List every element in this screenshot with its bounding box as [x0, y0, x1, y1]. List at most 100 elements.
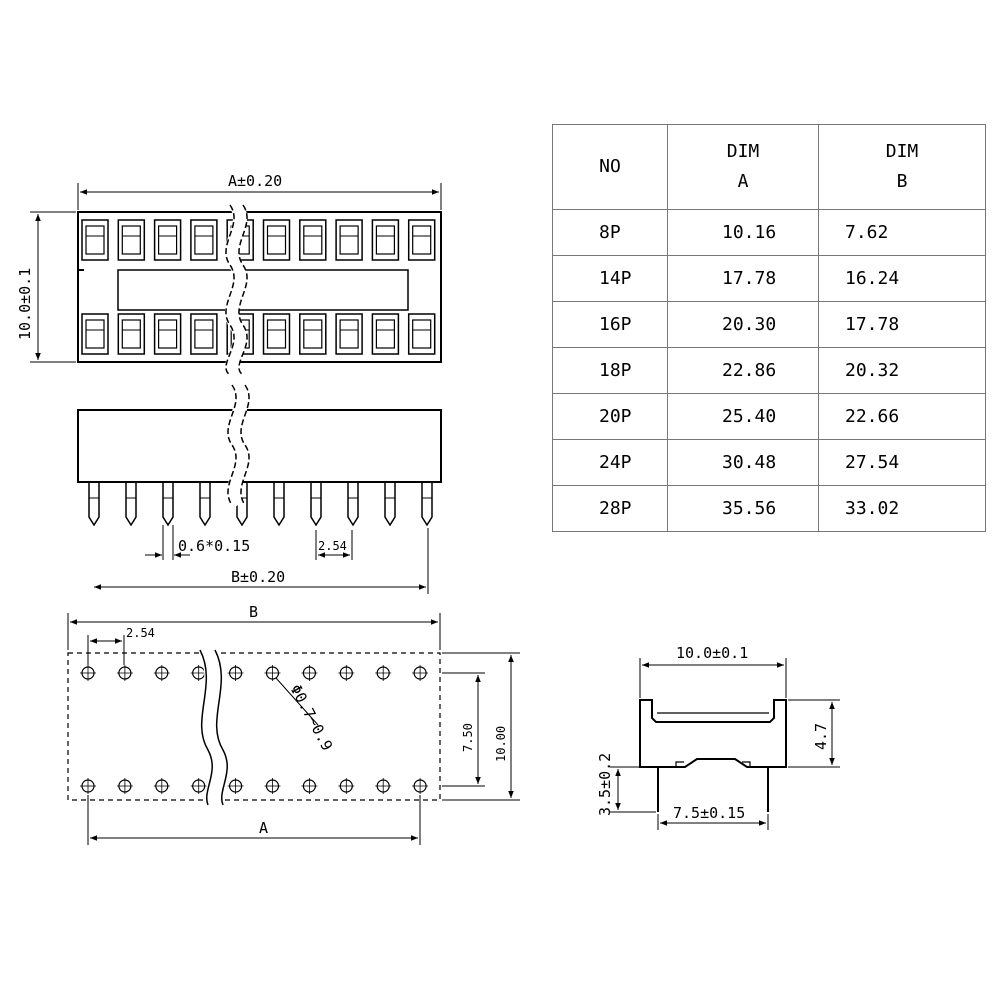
cell-dim-a: 22.86: [667, 347, 819, 394]
side-pin: [384, 482, 396, 527]
hole-dia-label: Φ0.7~0.9: [286, 681, 336, 753]
contact-window-inner: [158, 225, 178, 255]
break-gap-footprint: [198, 646, 227, 808]
contact-window-inner: [303, 319, 323, 349]
dim-row-spacing-label: 7.50: [461, 723, 475, 752]
header-no: NO: [552, 124, 668, 210]
contact-window: [407, 313, 436, 355]
center-slot: [117, 269, 409, 311]
top-view: [77, 211, 442, 363]
cell-dim-a: 10.16: [667, 209, 819, 256]
side-pin: [347, 482, 359, 527]
dim-lead-length-label: 3.5±0.2: [596, 753, 614, 816]
cell-dim-a: 20.30: [667, 301, 819, 348]
side-pin: [88, 482, 100, 527]
top-view-body: [77, 211, 442, 363]
contact-window-inner: [85, 319, 105, 349]
contact-window: [262, 313, 291, 355]
contact-window-inner: [412, 319, 432, 349]
bottom-contacts: [81, 313, 436, 355]
side-pins: [88, 482, 433, 527]
dim-end-width-label: 10.0±0.1: [676, 644, 748, 662]
cell-dim-a: 30.48: [667, 439, 819, 486]
cell-dim-b: 33.02: [818, 485, 986, 532]
dim-b-side-label: B±0.20: [231, 568, 285, 586]
dim-footprint-height-label: 10.00: [494, 726, 508, 762]
break-line-side-b: [240, 384, 250, 506]
end-view-walls: [651, 700, 775, 712]
cell-no: 20P: [552, 393, 668, 440]
contact-window: [117, 313, 146, 355]
cell-dim-b: 27.54: [818, 439, 986, 486]
cell-dim-b: 16.24: [818, 255, 986, 302]
contact-window: [335, 219, 363, 261]
end-view-body: [639, 699, 787, 768]
cell-dim-b: 22.66: [818, 393, 986, 440]
contact-window: [153, 313, 182, 355]
cell-no: 18P: [552, 347, 668, 394]
contact-window-inner: [85, 225, 105, 255]
contact-window: [299, 313, 327, 355]
contact-window: [371, 313, 400, 355]
contact-window: [299, 219, 327, 261]
cell-dim-b: 7.62: [818, 209, 986, 256]
dim-a-top: [77, 183, 442, 210]
dim-footprint-height: [442, 652, 520, 801]
footprint-holes: [80, 665, 429, 794]
contact-window: [81, 219, 109, 261]
dim-footprint-a-label: A: [259, 819, 268, 837]
contact-window-inner: [375, 225, 395, 255]
contact-window-inner: [121, 225, 141, 255]
dim-footprint-a: [87, 795, 421, 845]
contact-window-inner: [158, 319, 178, 349]
contact-window-inner: [339, 319, 359, 349]
break-gap-side: [226, 380, 250, 510]
dim-footprint-b: [67, 613, 441, 650]
contact-window: [117, 219, 146, 261]
contact-window-inner: [194, 225, 214, 255]
end-view: [639, 699, 787, 812]
dim-b-side: [94, 528, 429, 594]
dim-end-width: [639, 658, 787, 698]
cell-dim-a: 35.56: [667, 485, 819, 532]
top-contacts: [81, 219, 436, 261]
dim-height-left: [30, 211, 76, 363]
dim-pitch-side: [315, 530, 353, 560]
footprint: [67, 652, 441, 801]
contact-window: [190, 219, 218, 261]
dim-lead-spacing: [657, 814, 769, 830]
break-line-footprint-b: [214, 649, 228, 806]
side-view-body: [77, 409, 442, 483]
side-pin: [125, 482, 137, 527]
dim-pitch-side-label: 2.54: [318, 539, 347, 553]
end-view-feet: [675, 761, 751, 767]
contact-window: [335, 313, 363, 355]
dim-end-height-label: 4.7: [812, 723, 830, 750]
contact-window-inner: [303, 225, 323, 255]
side-pin: [310, 482, 322, 527]
contact-window-inner: [375, 319, 395, 349]
cell-no: 16P: [552, 301, 668, 348]
side-pin: [199, 482, 211, 527]
dim-height-left-label: 10.0±0.1: [16, 268, 34, 340]
contact-window-inner: [412, 225, 432, 255]
cell-dim-b: 20.32: [818, 347, 986, 394]
dim-pin-width: [145, 525, 190, 560]
hole-leader: [275, 677, 319, 726]
dim-pin-width-label: 0.6*0.15: [178, 537, 250, 555]
dim-footprint-pitch-label: 2.54: [126, 626, 155, 640]
contact-window-inner: [266, 225, 287, 255]
side-view: [77, 409, 442, 527]
break-line-footprint-a: [199, 649, 213, 806]
side-pin: [421, 482, 433, 527]
cell-dim-a: 25.40: [667, 393, 819, 440]
